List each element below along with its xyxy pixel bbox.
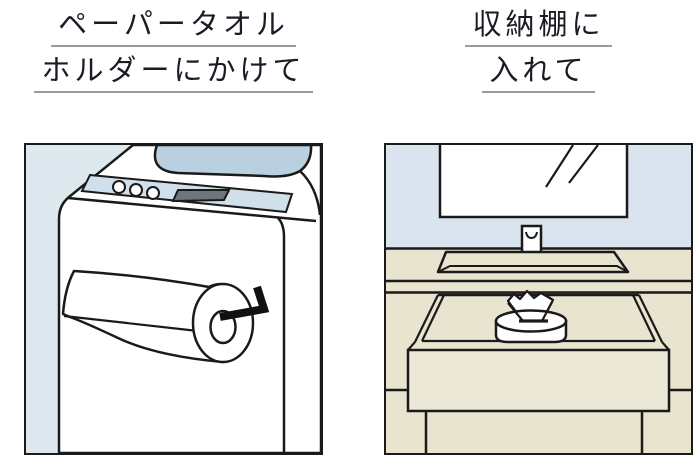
drawer-front xyxy=(406,348,671,413)
drawer-left-wall-inner xyxy=(421,294,445,342)
drawer-right-wall-inner xyxy=(632,294,656,342)
drawer-right-wall-outer xyxy=(638,294,663,343)
drawer-corner-left xyxy=(407,341,416,351)
control-button-3 xyxy=(146,186,160,200)
caption-left-line1: ペーパータオル xyxy=(51,8,296,48)
caption-right: 収納棚に 入れて xyxy=(384,8,693,100)
hanging-sheet-edge xyxy=(63,314,199,333)
open-drawer xyxy=(406,293,671,413)
drawer-corner-right xyxy=(661,341,670,351)
vanity-illustration xyxy=(386,145,691,453)
mirror-shine-lines xyxy=(545,145,599,188)
machine-front-top-edge xyxy=(67,196,317,223)
caption-left: ペーパータオル ホルダーにかけて xyxy=(24,8,323,100)
drawer-left-wall-outer xyxy=(414,294,439,343)
mirror xyxy=(438,145,629,219)
caption-right-line2: 入れて xyxy=(482,54,595,94)
washing-machine-illustration xyxy=(26,145,321,453)
display-panel xyxy=(171,189,231,203)
wipes-sheet-base xyxy=(507,301,553,322)
cabinet-base xyxy=(386,388,691,453)
caption-right-line1: 収納棚に xyxy=(465,8,612,48)
holder-bracket xyxy=(219,285,270,321)
panel-left xyxy=(24,143,323,455)
faucet-spout-mark xyxy=(525,231,538,240)
paper-towel-roll xyxy=(61,269,270,364)
machine-front-right-edge xyxy=(277,217,286,453)
caption-left-line2: ホルダーにかけて xyxy=(34,54,313,94)
countertop-edge xyxy=(386,279,691,294)
control-button-1 xyxy=(112,180,126,194)
faucet xyxy=(520,224,543,255)
washer-lid xyxy=(153,145,313,178)
machine-corner-edge xyxy=(299,170,321,216)
control-button-2 xyxy=(129,183,143,197)
panel-right xyxy=(384,143,693,455)
wipes-canister xyxy=(494,289,568,344)
sink-basin xyxy=(436,250,630,274)
